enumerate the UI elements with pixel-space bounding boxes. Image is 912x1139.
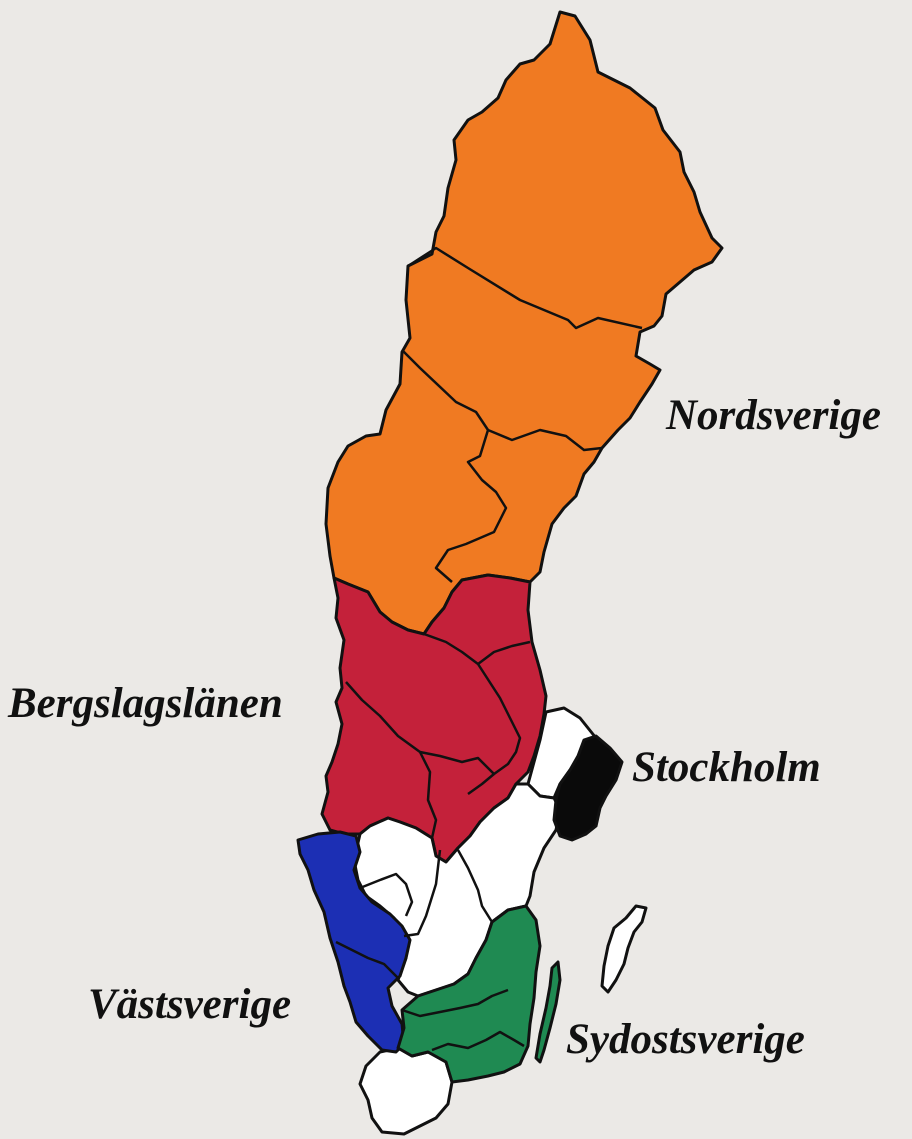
- stockholm-shape[interactable]: [552, 734, 624, 842]
- region-vastsverige[interactable]: [296, 830, 412, 1054]
- nordsverige-shape[interactable]: [324, 10, 724, 636]
- oland-island[interactable]: [534, 960, 562, 1064]
- label-nordsverige: Nordsverige: [666, 392, 881, 439]
- label-bergslagslanen: Bergslagslänen: [8, 680, 283, 727]
- label-sydostsverige: Sydostsverige: [566, 1016, 805, 1063]
- county-borders: [335, 246, 643, 1052]
- region-gotland: [600, 904, 648, 994]
- region-sydostsverige[interactable]: [396, 904, 562, 1084]
- region-nordsverige[interactable]: [324, 10, 724, 636]
- white-county-skane: [358, 1046, 454, 1136]
- region-stockholm[interactable]: [552, 734, 624, 842]
- sydostsverige-shape[interactable]: [396, 904, 542, 1084]
- gotland-island: [600, 904, 648, 994]
- label-stockholm: Stockholm: [632, 744, 821, 791]
- vastsverige-shape[interactable]: [296, 830, 412, 1054]
- label-vastsverige: Västsverige: [88, 981, 292, 1028]
